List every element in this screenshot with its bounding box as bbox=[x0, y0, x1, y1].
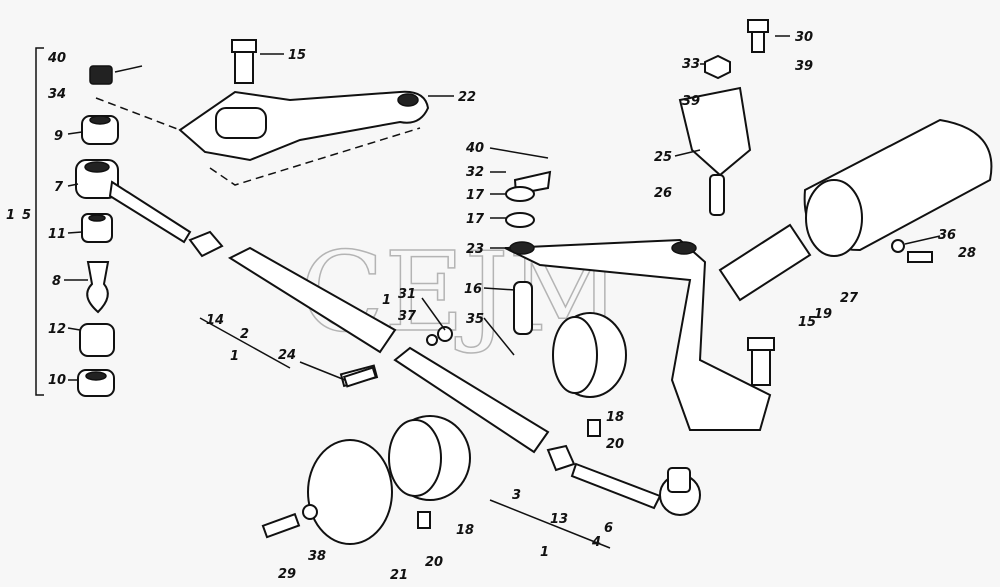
callout-15-right: 15 bbox=[798, 315, 816, 330]
callout-21: 21 bbox=[390, 568, 408, 583]
callout-2: 2 bbox=[240, 327, 249, 342]
callout-18-bottom: 18 bbox=[456, 523, 474, 538]
callout-33: 33 bbox=[682, 57, 700, 72]
callout-16: 16 bbox=[464, 282, 482, 297]
callout-28: 28 bbox=[958, 246, 976, 261]
callout-7: 7 bbox=[54, 180, 64, 195]
callout-1-bottom: 1 bbox=[540, 545, 549, 560]
callout-1-shaft: 1 bbox=[230, 349, 239, 364]
callout-22: 22 bbox=[458, 90, 476, 105]
callout-13: 13 bbox=[550, 512, 568, 527]
callout-4: 4 bbox=[591, 535, 601, 550]
right-parts bbox=[678, 19, 993, 302]
callout-36: 36 bbox=[938, 228, 956, 243]
callout-19: 19 bbox=[814, 307, 832, 322]
callout-14: 14 bbox=[206, 313, 224, 328]
callout-37: 37 bbox=[398, 309, 417, 324]
callout-11: 11 bbox=[48, 227, 66, 242]
callout-24: 24 bbox=[278, 348, 296, 363]
callout-5: 5 bbox=[22, 208, 31, 223]
callout-38: 38 bbox=[308, 549, 326, 564]
callout-40-center: 40 bbox=[465, 141, 484, 156]
callout-15-top: 15 bbox=[288, 48, 306, 63]
callout-23: 23 bbox=[466, 242, 484, 257]
callout-9: 9 bbox=[54, 129, 63, 144]
callout-10: 10 bbox=[48, 373, 66, 388]
bearings bbox=[261, 170, 627, 545]
callout-20-right: 20 bbox=[606, 437, 624, 452]
callout-39-a: 39 bbox=[795, 59, 813, 74]
shafts bbox=[188, 230, 701, 516]
callout-1-group: 1 bbox=[382, 293, 391, 308]
callout-34: 34 bbox=[48, 87, 66, 102]
callout-labels: 40 34 9 7 5 1 11 8 12 10 15 22 14 2 1 24… bbox=[6, 30, 976, 583]
callout-39-b: 39 bbox=[682, 94, 700, 109]
callout-40: 40 bbox=[47, 51, 66, 66]
callout-17-a: 17 bbox=[466, 188, 485, 203]
callout-3: 3 bbox=[512, 488, 521, 503]
leader-lines bbox=[64, 35, 941, 549]
callout-12: 12 bbox=[48, 322, 66, 337]
callout-26: 26 bbox=[654, 186, 672, 201]
pitman-arm-bracket bbox=[95, 39, 430, 186]
callout-18-right: 18 bbox=[606, 410, 624, 425]
callout-25: 25 bbox=[654, 150, 672, 165]
callout-35: 35 bbox=[466, 312, 484, 327]
callout-20-bottom: 20 bbox=[425, 555, 443, 570]
callout-29: 29 bbox=[278, 567, 296, 582]
idler-bracket bbox=[504, 238, 775, 431]
callout-1-left: 1 bbox=[6, 208, 15, 223]
left-part-stack bbox=[35, 47, 192, 397]
callout-30: 30 bbox=[795, 30, 813, 45]
callout-27: 27 bbox=[840, 291, 859, 306]
callout-31: 31 bbox=[398, 287, 416, 302]
callout-6: 6 bbox=[604, 521, 613, 536]
callout-32: 32 bbox=[466, 165, 484, 180]
callout-8: 8 bbox=[52, 274, 61, 289]
callout-17-b: 17 bbox=[466, 212, 485, 227]
